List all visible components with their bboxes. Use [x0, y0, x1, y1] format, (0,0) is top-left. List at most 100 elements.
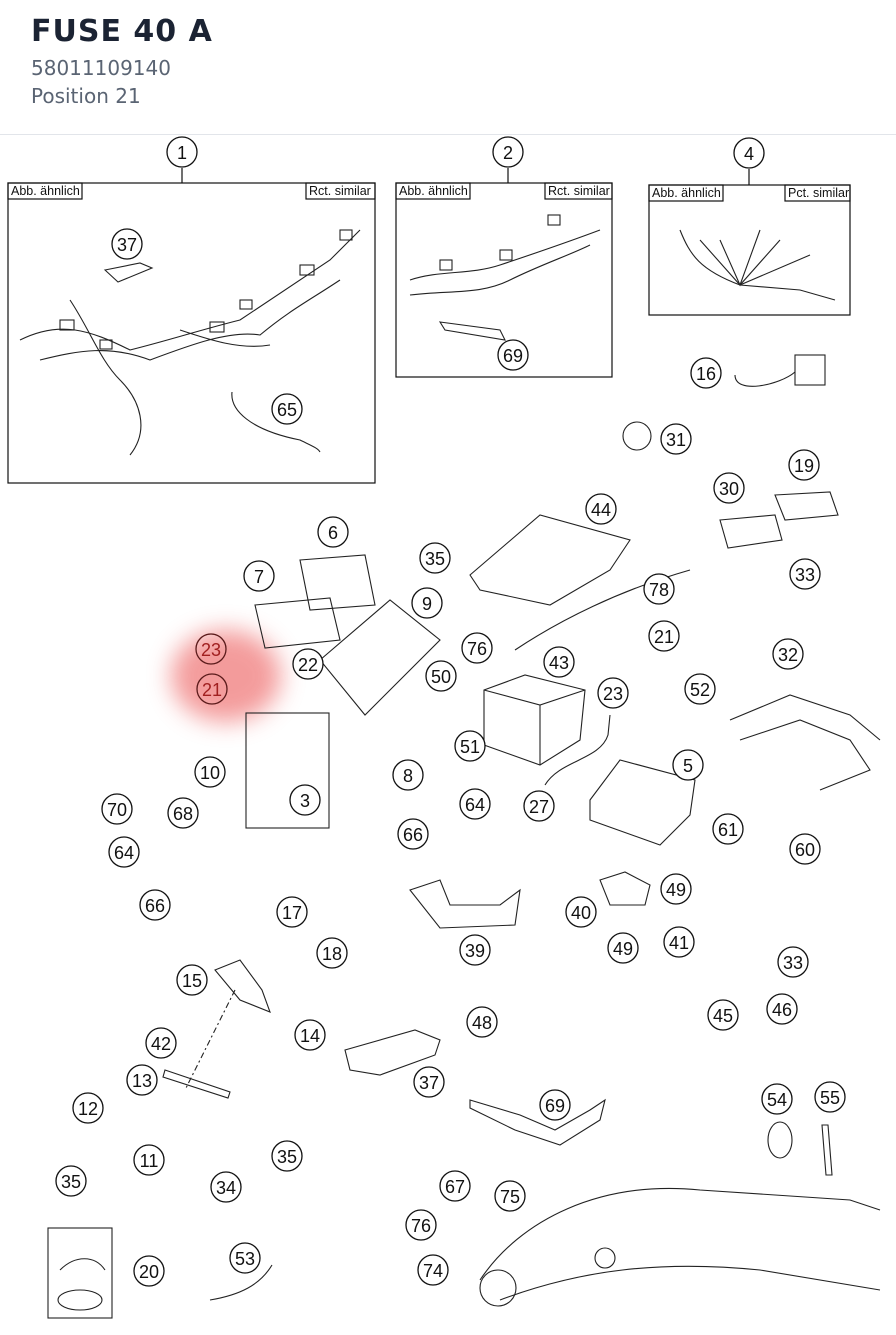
callout-16[interactable]: 16 — [690, 357, 722, 389]
callout-circle — [405, 1209, 437, 1241]
callout-4[interactable]: 4 — [733, 137, 765, 169]
callout-circle — [497, 339, 529, 371]
callout-39[interactable]: 39 — [459, 934, 491, 966]
callout-74[interactable]: 74 — [417, 1254, 449, 1286]
callout-number: 44 — [591, 500, 611, 520]
callout-7[interactable]: 7 — [243, 560, 275, 592]
callout-76[interactable]: 76 — [405, 1209, 437, 1241]
callout-number: 17 — [282, 903, 302, 923]
callout-3[interactable]: 3 — [289, 784, 321, 816]
callout-69[interactable]: 69 — [539, 1089, 571, 1121]
callout-42[interactable]: 42 — [145, 1027, 177, 1059]
callout-22[interactable]: 22 — [292, 648, 324, 680]
callout-number: 21 — [654, 627, 674, 647]
callout-circle — [271, 1140, 303, 1172]
callout-number: 11 — [140, 1151, 159, 1171]
callout-6[interactable]: 6 — [317, 516, 349, 548]
callout-32[interactable]: 32 — [772, 638, 804, 670]
callout-number: 13 — [132, 1071, 152, 1091]
callout-66[interactable]: 66 — [397, 818, 429, 850]
callout-14[interactable]: 14 — [294, 1019, 326, 1051]
callout-76[interactable]: 76 — [461, 632, 493, 664]
callout-23[interactable]: 23 — [597, 677, 629, 709]
callout-67[interactable]: 67 — [439, 1170, 471, 1202]
callout-41[interactable]: 41 — [663, 926, 695, 958]
callout-35[interactable]: 35 — [55, 1165, 87, 1197]
callout-75[interactable]: 75 — [494, 1180, 526, 1212]
callout-11[interactable]: 11 — [133, 1144, 165, 1176]
callout-number: 27 — [529, 797, 549, 817]
callout-64[interactable]: 64 — [108, 836, 140, 868]
callout-circle — [690, 357, 722, 389]
callout-23[interactable]: 23 — [195, 633, 227, 665]
callout-68[interactable]: 68 — [167, 797, 199, 829]
callout-circle — [194, 756, 226, 788]
callout-40[interactable]: 40 — [565, 896, 597, 928]
callout-circle — [108, 836, 140, 868]
callout-60[interactable]: 60 — [789, 833, 821, 865]
callout-35[interactable]: 35 — [271, 1140, 303, 1172]
callout-66[interactable]: 66 — [139, 889, 171, 921]
callout-5[interactable]: 5 — [672, 749, 704, 781]
callout-45[interactable]: 45 — [707, 999, 739, 1031]
callout-19[interactable]: 19 — [788, 449, 820, 481]
callout-20[interactable]: 20 — [133, 1255, 165, 1287]
callout-circle — [166, 136, 198, 168]
callout-number: 37 — [419, 1073, 439, 1093]
callout-circle — [176, 964, 208, 996]
callout-13[interactable]: 13 — [126, 1064, 158, 1096]
frame-4-tag-left: Abb. ähnlich — [652, 186, 721, 200]
callout-54[interactable]: 54 — [761, 1083, 793, 1115]
callout-64[interactable]: 64 — [459, 788, 491, 820]
callout-70[interactable]: 70 — [101, 793, 133, 825]
callout-2[interactable]: 2 — [492, 136, 524, 168]
callout-55[interactable]: 55 — [814, 1081, 846, 1113]
callout-52[interactable]: 52 — [684, 673, 716, 705]
callout-44[interactable]: 44 — [585, 493, 617, 525]
callout-33[interactable]: 33 — [789, 558, 821, 590]
callout-49[interactable]: 49 — [607, 932, 639, 964]
callout-65[interactable]: 65 — [271, 393, 303, 425]
callout-50[interactable]: 50 — [425, 660, 457, 692]
callout-30[interactable]: 30 — [713, 472, 745, 504]
callout-8[interactable]: 8 — [392, 759, 424, 791]
callout-46[interactable]: 46 — [766, 993, 798, 1025]
callout-51[interactable]: 51 — [454, 730, 486, 762]
callout-number: 60 — [795, 840, 815, 860]
callout-78[interactable]: 78 — [643, 573, 675, 605]
callout-69[interactable]: 69 — [497, 339, 529, 371]
callout-61[interactable]: 61 — [712, 813, 744, 845]
callout-53[interactable]: 53 — [229, 1242, 261, 1274]
callout-number: 69 — [545, 1096, 565, 1116]
callout-10[interactable]: 10 — [194, 756, 226, 788]
callout-27[interactable]: 27 — [523, 790, 555, 822]
callout-circle — [766, 993, 798, 1025]
callout-circle — [459, 788, 491, 820]
callout-number: 53 — [235, 1249, 255, 1269]
callout-37[interactable]: 37 — [111, 228, 143, 260]
callout-15[interactable]: 15 — [176, 964, 208, 996]
callout-48[interactable]: 48 — [466, 1006, 498, 1038]
callout-circle — [660, 873, 692, 905]
callout-18[interactable]: 18 — [316, 937, 348, 969]
callout-number: 49 — [666, 880, 686, 900]
callout-33[interactable]: 33 — [777, 946, 809, 978]
callout-9[interactable]: 9 — [411, 587, 443, 619]
callout-37[interactable]: 37 — [413, 1066, 445, 1098]
callout-number: 4 — [744, 144, 754, 164]
callout-circle — [439, 1170, 471, 1202]
callout-number: 75 — [500, 1187, 520, 1207]
callout-1[interactable]: 1 — [166, 136, 198, 168]
callout-17[interactable]: 17 — [276, 896, 308, 928]
callout-49[interactable]: 49 — [660, 873, 692, 905]
callout-43[interactable]: 43 — [543, 646, 575, 678]
callout-circle — [133, 1144, 165, 1176]
callout-number: 35 — [425, 549, 445, 569]
callout-21[interactable]: 21 — [196, 673, 228, 705]
callout-12[interactable]: 12 — [72, 1092, 104, 1124]
callout-34[interactable]: 34 — [210, 1171, 242, 1203]
callout-21[interactable]: 21 — [648, 620, 680, 652]
part-number: 58011109140 — [31, 56, 171, 80]
callout-35[interactable]: 35 — [419, 542, 451, 574]
callout-31[interactable]: 31 — [660, 423, 692, 455]
